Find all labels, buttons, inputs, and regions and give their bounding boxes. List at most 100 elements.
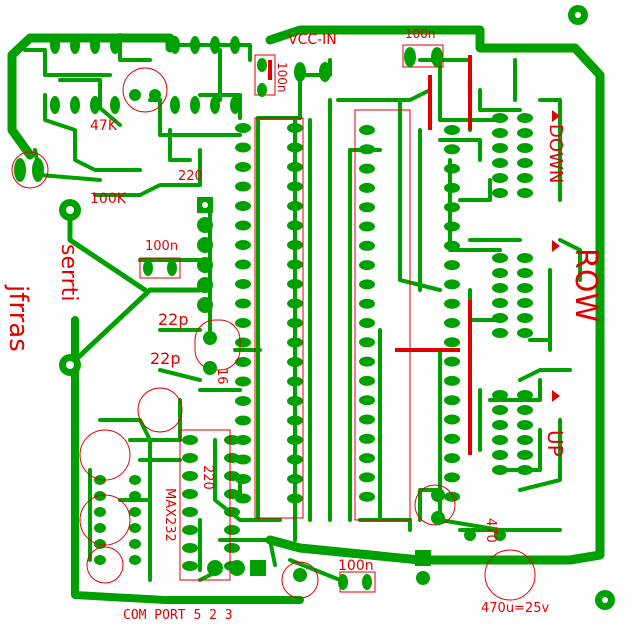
silkscreen (11, 44, 536, 601)
pad (359, 395, 375, 406)
pad (517, 420, 533, 430)
pad (492, 143, 508, 153)
pad (359, 260, 375, 271)
pad (444, 491, 460, 502)
pad (94, 539, 106, 549)
pad (359, 144, 375, 155)
copper-traces (7, 25, 605, 604)
pad (182, 561, 198, 571)
pad (287, 376, 303, 387)
pad (517, 173, 533, 183)
pad (359, 182, 375, 193)
pad (517, 390, 533, 400)
pad (235, 337, 251, 348)
pad (492, 313, 508, 323)
pad (182, 525, 198, 535)
cap-top-label: 100n (405, 27, 436, 41)
pad (359, 318, 375, 328)
pad (182, 543, 198, 553)
pad (235, 376, 251, 387)
pad (94, 523, 106, 533)
res-100k-label: 100K (90, 191, 127, 207)
pad (492, 450, 508, 460)
pad (224, 453, 240, 463)
pad (517, 465, 533, 475)
pad (444, 356, 460, 367)
down-label: DOWN (545, 124, 566, 183)
author-last-label: jfrras (3, 284, 33, 352)
pad (235, 162, 251, 172)
pad (359, 337, 375, 348)
pad (492, 158, 508, 168)
crystal-label: 16 (214, 368, 229, 385)
pad (235, 415, 251, 426)
pad (224, 525, 240, 535)
pad (359, 414, 375, 425)
vcc-in-label: VCC-IN (288, 32, 337, 48)
pad (444, 240, 460, 251)
pad (517, 188, 533, 198)
pad (492, 188, 508, 198)
pad (444, 182, 460, 193)
pad (287, 201, 303, 211)
pad (129, 507, 141, 517)
pad (444, 125, 460, 135)
pad (235, 123, 251, 133)
pad (517, 328, 533, 338)
pad (129, 523, 141, 533)
row-label: ROW (568, 248, 603, 322)
pad (444, 298, 460, 309)
pad (182, 489, 198, 499)
pad (287, 181, 303, 192)
pad (287, 337, 303, 348)
jumper-wires (268, 55, 472, 455)
pad (129, 555, 141, 565)
cap-470u-label: 470u=25v (481, 601, 549, 616)
pad (492, 253, 508, 263)
pad (492, 173, 508, 183)
pad (235, 181, 251, 192)
pad (94, 555, 106, 565)
pad (517, 435, 533, 445)
pad (287, 396, 303, 406)
pad (224, 543, 240, 553)
pad (444, 375, 460, 386)
pad (444, 260, 460, 271)
author-first-label: serrti (56, 244, 81, 301)
pad (359, 433, 375, 444)
res-220-bottom-label: 220 (200, 465, 215, 490)
cap-vertical-label: 100n (275, 62, 289, 93)
pad (492, 298, 508, 308)
silkscreen-labels: VCC-IN 100n 100n 100n 100n 47K 100K 220 … (3, 27, 603, 623)
pad (444, 318, 460, 328)
pad (492, 328, 508, 338)
pad (94, 491, 106, 501)
pad (287, 474, 303, 484)
pad (224, 507, 240, 517)
pad (359, 202, 375, 213)
pad (224, 471, 240, 481)
pad (359, 240, 375, 251)
pad (182, 507, 198, 517)
pad (444, 414, 460, 425)
pad (517, 143, 533, 153)
pad (235, 201, 251, 211)
pad (492, 465, 508, 475)
pad (287, 454, 303, 465)
pad (235, 298, 251, 309)
pad (517, 158, 533, 168)
pad (287, 220, 303, 231)
pad (444, 163, 460, 174)
pad (182, 471, 198, 481)
pad (287, 357, 303, 367)
max232-label: MAX232 (162, 488, 177, 542)
mcu-pads (235, 123, 303, 504)
pad (182, 435, 198, 445)
right-ic-pads (359, 125, 460, 502)
pad (287, 493, 303, 504)
pad (359, 491, 375, 502)
pad (287, 259, 303, 270)
pad (235, 220, 251, 231)
pad (517, 113, 533, 123)
pad (359, 356, 375, 367)
